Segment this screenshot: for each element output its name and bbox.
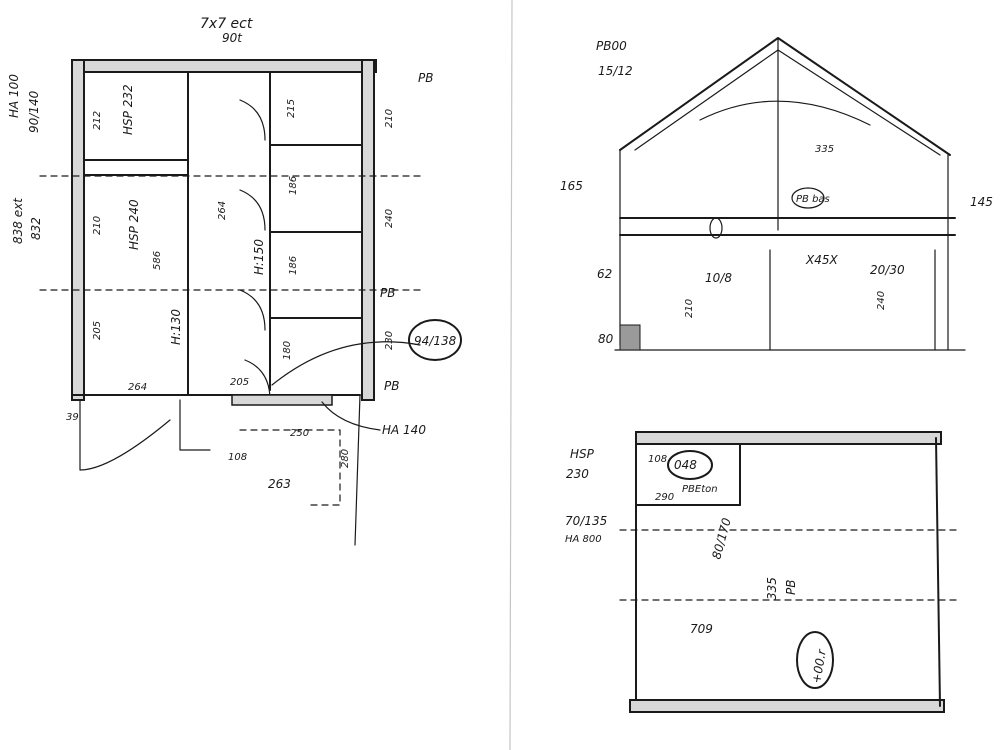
ha-label: HA 140 xyxy=(382,423,426,437)
page-fold-line xyxy=(509,0,513,750)
section-dim-240: 240 xyxy=(876,291,887,310)
window-label-2: H:130 xyxy=(169,309,183,345)
cross-section xyxy=(614,37,966,351)
dim-212: 212 xyxy=(92,111,103,130)
dim-108: 108 xyxy=(228,452,247,463)
left-note-3: 838 ext xyxy=(11,197,25,244)
left-note-1: HA 100 xyxy=(7,74,21,118)
step-outline xyxy=(179,399,211,451)
dim-586: 586 xyxy=(152,251,163,270)
pb-label-1: PB xyxy=(418,71,433,85)
door-swing-entry xyxy=(79,399,171,471)
upper-callout-bottom-label: +00.r xyxy=(809,647,829,684)
upper-hsp: HSP xyxy=(570,447,595,461)
section-dim-145: 145 xyxy=(970,195,993,209)
upper-pbeton: PBEton xyxy=(682,484,718,495)
upper-pb: PB xyxy=(784,580,798,595)
dim-230: 230 xyxy=(384,331,395,350)
foundation-block xyxy=(619,324,641,351)
dim-205-b: 205 xyxy=(230,377,249,388)
dim-186-b: 186 xyxy=(288,256,299,275)
room-label-1: HSP 232 xyxy=(121,84,135,135)
roof-collar xyxy=(699,100,871,126)
dim-186-a: 186 xyxy=(288,176,299,195)
dim-240: 240 xyxy=(384,209,395,228)
upper-callout-bottom xyxy=(796,631,834,689)
roof-outline xyxy=(619,37,951,156)
upper-709: 709 xyxy=(690,622,713,636)
dim-180: 180 xyxy=(282,341,293,360)
roof-inner-line xyxy=(634,49,941,156)
note-top: 7x7 ect xyxy=(200,16,253,32)
wall-right xyxy=(361,59,375,401)
dim-205: 205 xyxy=(92,321,103,340)
exterior-line xyxy=(354,394,361,546)
window-label-1: H:150 xyxy=(252,239,266,275)
dim-280: 280 xyxy=(340,449,351,468)
upper-callout-top xyxy=(667,450,713,480)
callout-bubble xyxy=(408,319,462,361)
upper-callout-top-label: 048 xyxy=(674,458,697,472)
dim-264: 264 xyxy=(217,201,228,220)
section-subtitle: 15/12 xyxy=(598,64,633,78)
section-20-30: 20/30 xyxy=(870,263,905,277)
callout-leader-2 xyxy=(321,401,381,431)
pb-label-3: PB xyxy=(384,379,399,393)
upper-floor-plan xyxy=(619,431,961,713)
dim-215: 215 xyxy=(286,99,297,118)
callout-label: 94/138 xyxy=(414,334,457,348)
upper-wall-bottom xyxy=(629,699,945,713)
section-x45x: X45X xyxy=(805,253,838,267)
upper-290: 290 xyxy=(655,492,674,503)
section-dim-165: 165 xyxy=(560,179,583,193)
dim-263: 263 xyxy=(268,477,291,491)
wall-top xyxy=(77,59,377,73)
upper-ha-800: HA 800 xyxy=(565,534,602,545)
section-dim-210: 210 xyxy=(684,299,695,318)
left-note-2: 90/140 xyxy=(27,90,41,133)
upper-80-170: 80/170 xyxy=(709,516,734,561)
terrace-outline xyxy=(239,429,341,506)
callout-leader-1 xyxy=(271,341,421,386)
upper-wall-top xyxy=(635,431,942,445)
section-title: PB00 xyxy=(596,39,627,53)
beam-marker xyxy=(709,217,723,239)
door-swing-2 xyxy=(239,189,266,231)
section-pb-bas: PB bas xyxy=(796,194,830,205)
ground-floor-plan xyxy=(39,59,421,546)
dim-39: 39 xyxy=(66,412,79,423)
upper-335: 335 xyxy=(765,577,779,600)
section-dim-80: 80 xyxy=(598,332,614,346)
pb-label-2: PB xyxy=(380,286,395,300)
dim-264-b: 264 xyxy=(128,382,147,393)
dim-250: 250 xyxy=(290,428,309,439)
upper-wall-right xyxy=(935,437,941,707)
dim-270: 210 xyxy=(384,109,395,128)
wall-left xyxy=(71,59,85,401)
pb-bas-bubble xyxy=(791,187,825,209)
left-note-4: 832 xyxy=(29,217,43,240)
door-swing-1 xyxy=(239,99,266,141)
threshold xyxy=(231,394,333,406)
room-label-2: HSP 240 xyxy=(127,199,141,250)
section-dim-335: 335 xyxy=(815,144,834,155)
section-dim-62: 62 xyxy=(597,267,612,281)
note-top-2: 90t xyxy=(222,31,243,45)
upper-230: 230 xyxy=(566,467,589,481)
door-swing-3 xyxy=(239,289,266,331)
dim-210: 210 xyxy=(92,216,103,235)
section-10-8: 10/8 xyxy=(705,271,732,285)
upper-70-135: 70/135 xyxy=(565,514,607,528)
upper-108: 108 xyxy=(648,454,667,465)
